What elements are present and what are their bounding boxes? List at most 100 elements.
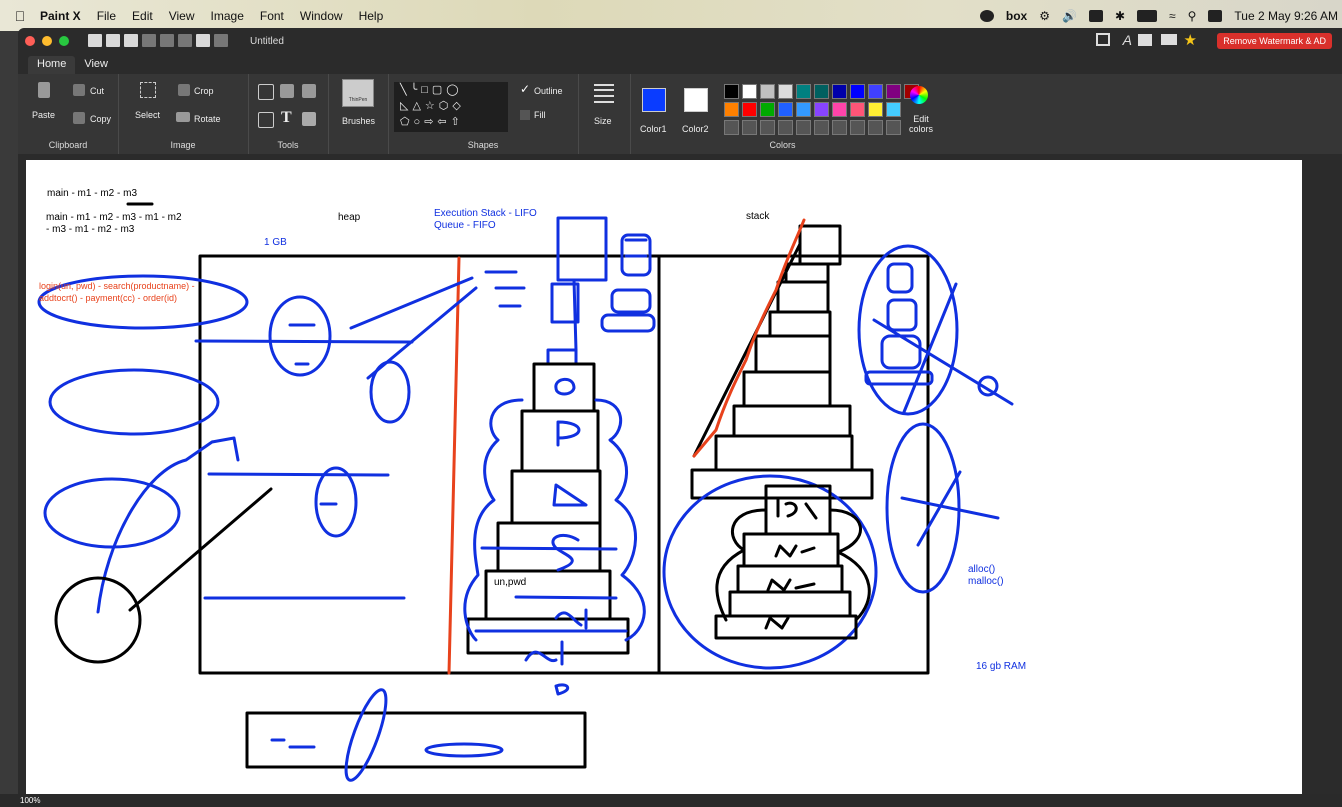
control-center-icon[interactable]: [1208, 9, 1223, 22]
custom-color-slot[interactable]: [778, 120, 793, 135]
menu-view[interactable]: View: [168, 8, 195, 23]
display-icon[interactable]: [1088, 9, 1103, 22]
palette-swatch[interactable]: [760, 84, 775, 99]
palette-swatch[interactable]: [742, 102, 757, 117]
color2-swatch[interactable]: [684, 88, 708, 112]
wifi-icon[interactable]: ≈: [1169, 8, 1176, 23]
star-icon[interactable]: ★: [1183, 32, 1197, 49]
palette-swatch[interactable]: [832, 102, 847, 117]
color-wheel-icon[interactable]: [910, 86, 928, 104]
bucket-icon[interactable]: [258, 112, 274, 128]
brush-preview[interactable]: ThinPen: [342, 79, 374, 107]
palette-swatch[interactable]: [832, 84, 847, 99]
tab-view[interactable]: View: [84, 58, 108, 70]
save-icon[interactable]: [124, 34, 138, 47]
box-icon[interactable]: box: [1005, 8, 1028, 23]
palette-swatch[interactable]: [868, 84, 883, 99]
gear-icon[interactable]: ⚙: [1039, 8, 1050, 23]
palette-swatch[interactable]: [850, 84, 865, 99]
custom-color-slot[interactable]: [814, 120, 829, 135]
zoom-button[interactable]: [59, 36, 69, 46]
open-icon[interactable]: [106, 34, 120, 47]
cut-icon[interactable]: [73, 84, 85, 96]
custom-color-slot[interactable]: [832, 120, 847, 135]
palette-swatch[interactable]: [796, 102, 811, 117]
palette-swatch[interactable]: [814, 84, 829, 99]
custom-color-slot[interactable]: [850, 120, 865, 135]
fill-button[interactable]: Fill: [534, 110, 546, 120]
palette-swatch[interactable]: [850, 102, 865, 117]
redo-icon[interactable]: [214, 34, 228, 47]
cut-icon[interactable]: [160, 34, 174, 47]
palette-swatch[interactable]: [886, 84, 901, 99]
palette-swatch[interactable]: [868, 102, 883, 117]
remove-watermark-button[interactable]: Remove Watermark & AD: [1217, 33, 1332, 49]
bluetooth-icon[interactable]: ✱: [1114, 8, 1125, 23]
palette-swatch[interactable]: [724, 102, 739, 117]
clock-text[interactable]: Tue 2 May 9:26 AM: [1234, 8, 1338, 23]
select-button[interactable]: Select: [135, 110, 161, 120]
globe-icon[interactable]: [979, 9, 994, 22]
palette-swatch[interactable]: [724, 84, 739, 99]
drawing-canvas[interactable]: main - m1 - m2 - m3 main - m1 - m2 - m3 …: [26, 160, 1302, 796]
tab-home[interactable]: Home: [28, 56, 76, 74]
crop-button[interactable]: Crop: [194, 86, 214, 96]
edit-colors-button[interactable]: Edit colors: [908, 114, 933, 134]
close-button[interactable]: [25, 36, 35, 46]
custom-color-slot[interactable]: [724, 120, 739, 135]
color2-label[interactable]: Color2: [682, 124, 709, 134]
select-icon[interactable]: [140, 82, 156, 98]
text-tool-icon[interactable]: T: [281, 109, 292, 126]
app-menu[interactable]: Paint X: [40, 8, 81, 23]
volume-icon[interactable]: 🔊: [1061, 8, 1077, 23]
brushes-button[interactable]: Brushes: [342, 116, 376, 126]
undo-icon[interactable]: [196, 34, 210, 47]
mail-icon[interactable]: [1161, 34, 1177, 45]
paste-icon[interactable]: [38, 82, 50, 98]
apple-icon[interactable]: : [0, 8, 40, 24]
crop-icon[interactable]: [178, 84, 190, 96]
palette-swatch[interactable]: [796, 84, 811, 99]
palette-swatch[interactable]: [778, 84, 793, 99]
print-icon[interactable]: [142, 34, 156, 47]
rotate-icon[interactable]: [176, 112, 190, 122]
shape-palette[interactable]: ╲╰□▢◯◺△☆⬡◇⬠○⇨⇦⇧: [394, 82, 508, 132]
outline-button[interactable]: Outline: [534, 86, 563, 96]
font-icon[interactable]: A: [1122, 32, 1132, 48]
new-icon[interactable]: [88, 34, 102, 47]
cut-button[interactable]: Cut: [90, 86, 105, 96]
menu-image[interactable]: Image: [210, 8, 244, 23]
minimize-button[interactable]: [42, 36, 52, 46]
copy-icon[interactable]: [73, 112, 85, 124]
palette-swatch[interactable]: [760, 102, 775, 117]
menu-file[interactable]: File: [96, 8, 117, 23]
search-icon[interactable]: ⚲: [1187, 8, 1197, 23]
color1-swatch[interactable]: [642, 88, 666, 112]
size-lines-icon[interactable]: [594, 84, 614, 86]
size-button[interactable]: Size: [594, 116, 612, 126]
palette-swatch[interactable]: [886, 102, 901, 117]
copy-button[interactable]: Copy: [90, 114, 112, 124]
custom-color-slot[interactable]: [742, 120, 757, 135]
palette-swatch[interactable]: [778, 102, 793, 117]
battery-icon[interactable]: [1137, 9, 1157, 22]
menu-font[interactable]: Font: [259, 8, 284, 23]
color-picker-icon[interactable]: [302, 112, 316, 126]
custom-color-slot[interactable]: [886, 120, 901, 135]
custom-color-slot[interactable]: [760, 120, 775, 135]
menu-window[interactable]: Window: [299, 8, 343, 23]
menu-edit[interactable]: Edit: [132, 8, 153, 23]
fill-swatch-icon[interactable]: [520, 110, 530, 120]
pencil-icon[interactable]: [258, 84, 274, 100]
paste-icon[interactable]: [178, 34, 192, 47]
eraser-icon[interactable]: [280, 84, 294, 98]
palette-swatch[interactable]: [814, 102, 829, 117]
custom-color-slot[interactable]: [868, 120, 883, 135]
custom-color-slot[interactable]: [796, 120, 811, 135]
fill-icon[interactable]: [302, 84, 316, 98]
layout-icon[interactable]: [1096, 33, 1110, 46]
printer-icon[interactable]: [1138, 34, 1152, 46]
rotate-button[interactable]: Rotate: [194, 114, 221, 124]
zoom-level[interactable]: 100%: [20, 796, 41, 805]
palette-swatch[interactable]: [742, 84, 757, 99]
